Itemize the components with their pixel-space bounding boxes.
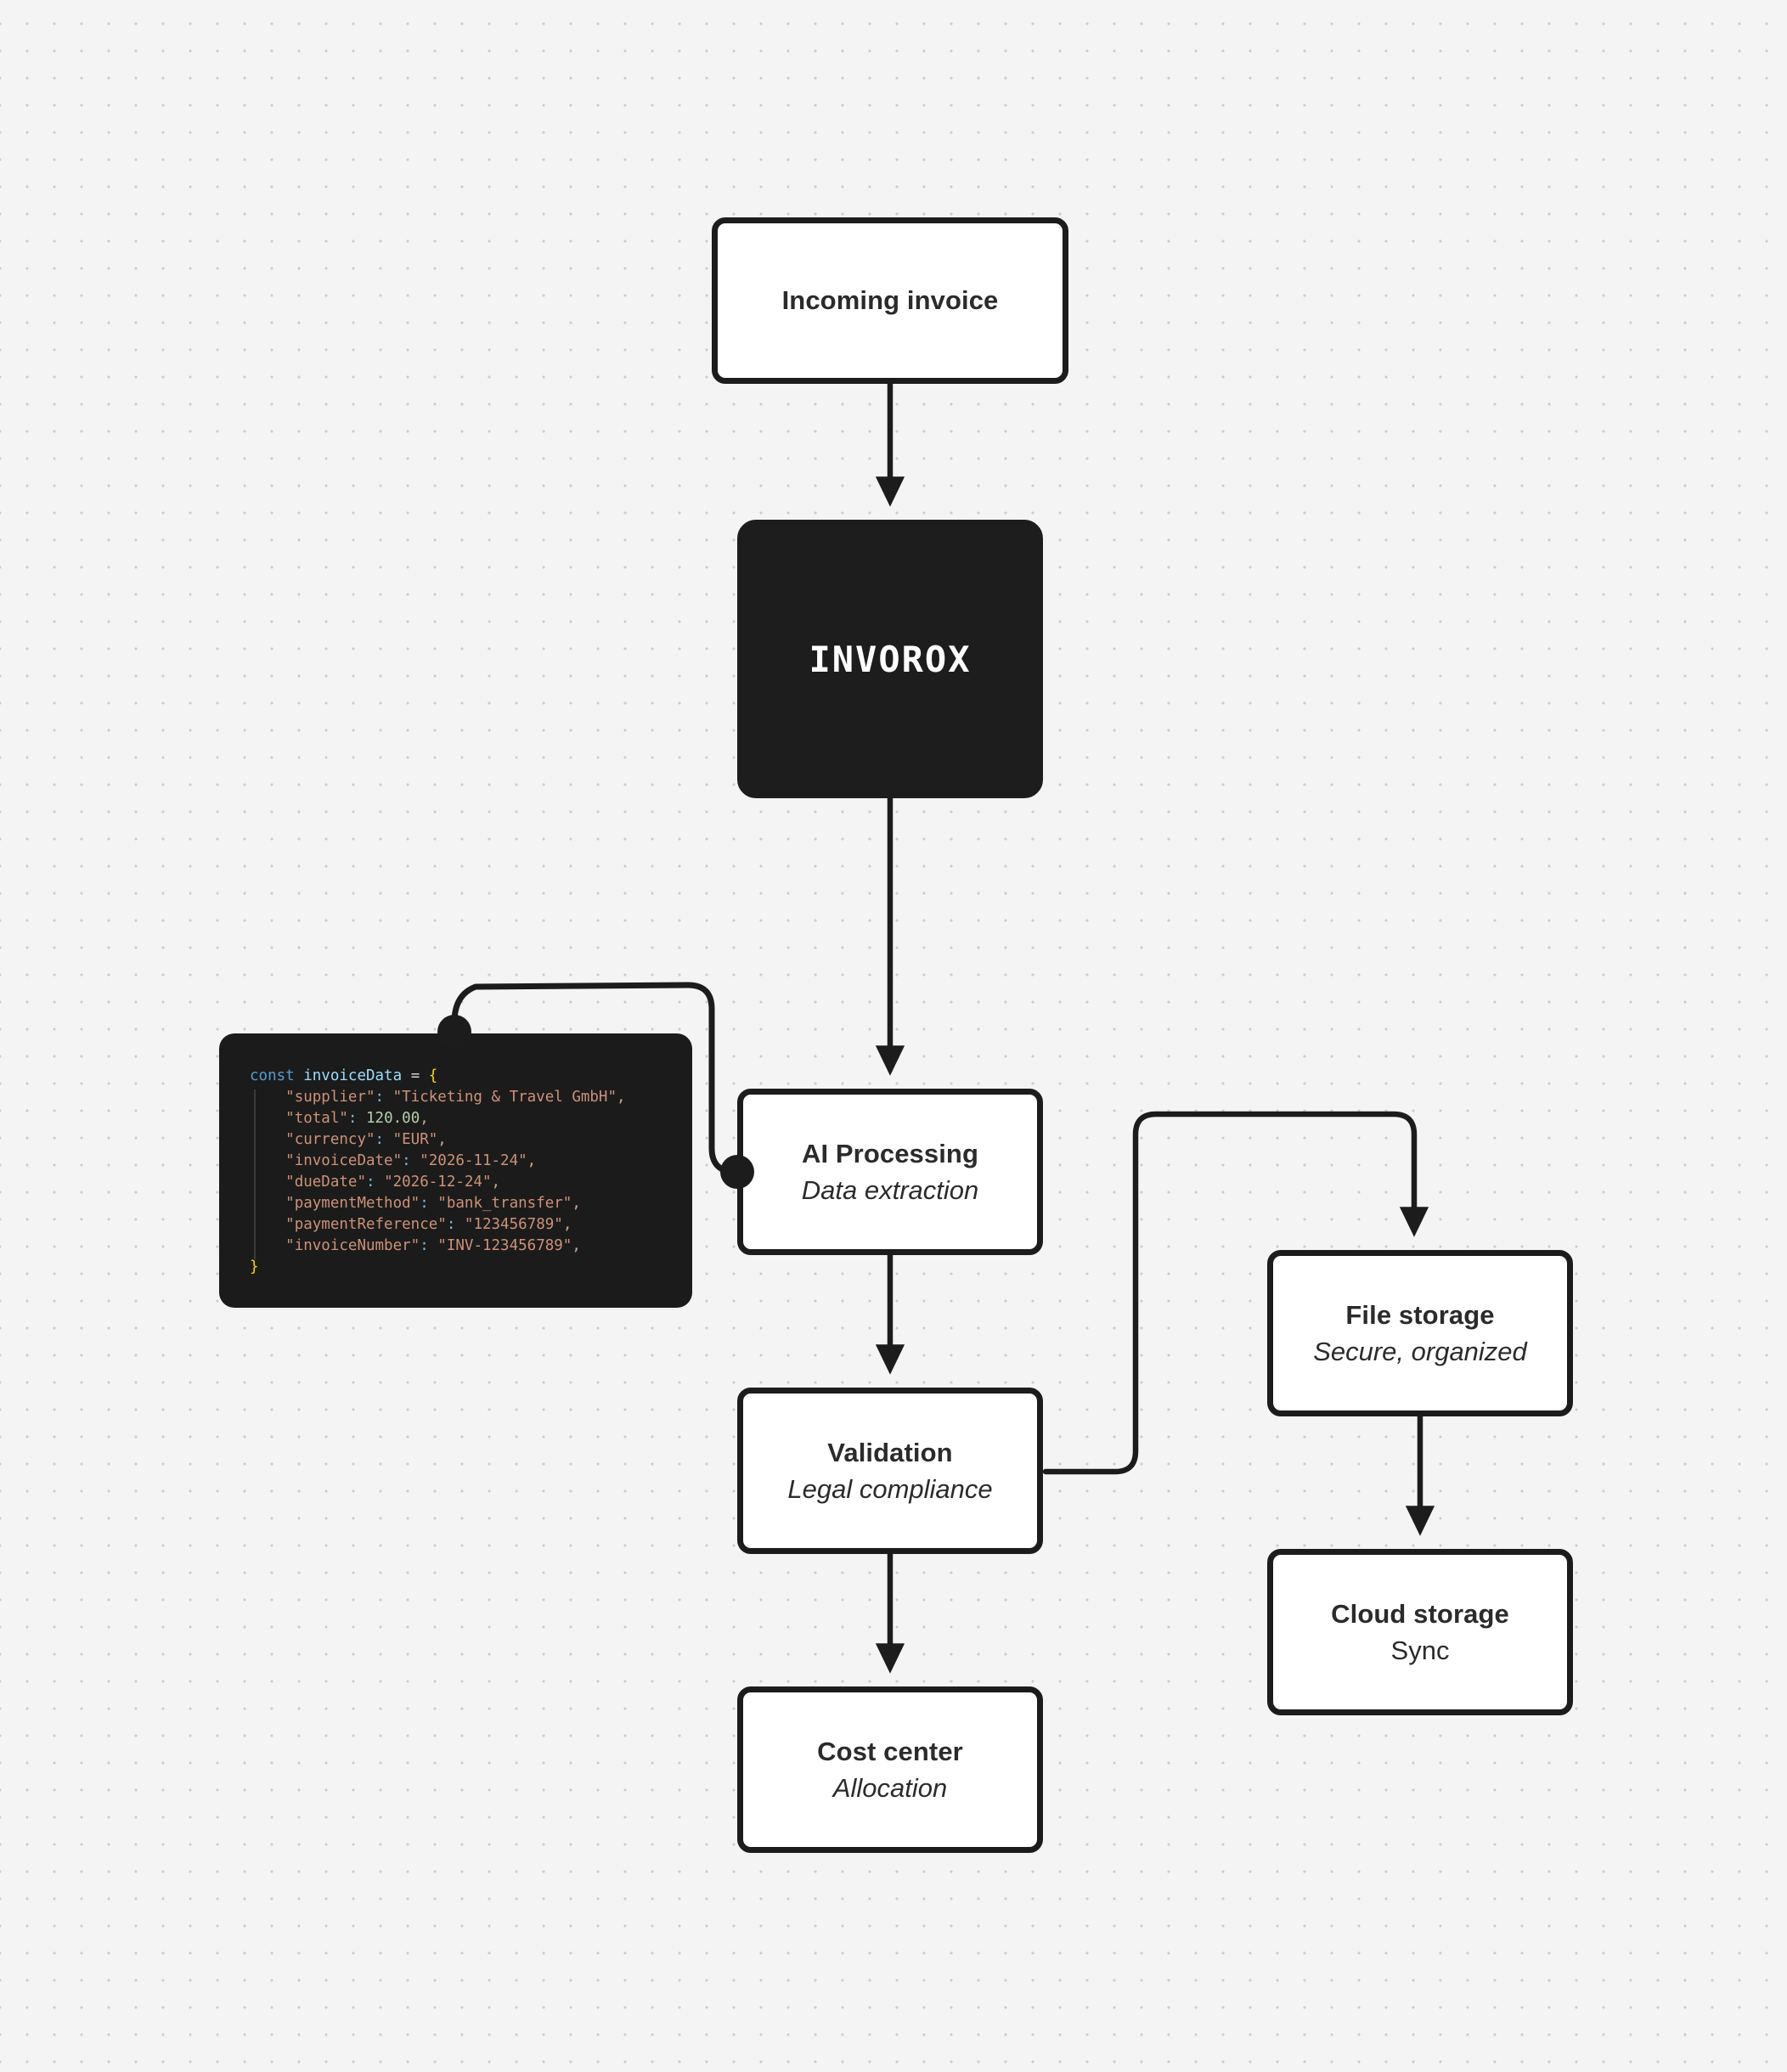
node-file-storage[interactable]: File storage Secure, organized — [1267, 1250, 1573, 1416]
code-indent-guide — [254, 1089, 256, 1259]
node-title: File storage — [1345, 1299, 1495, 1330]
node-title: Validation — [827, 1437, 953, 1467]
node-subtitle: Legal compliance — [787, 1473, 993, 1504]
node-incoming-invoice[interactable]: Incoming invoice — [712, 217, 1068, 384]
node-title: AI Processing — [801, 1138, 979, 1168]
node-subtitle: Secure, organized — [1313, 1336, 1527, 1366]
node-subtitle: Allocation — [832, 1772, 948, 1803]
invorox-brand-label: INVOROX — [809, 638, 972, 680]
code-block-body: const invoiceData = { "supplier": "Ticke… — [219, 1033, 692, 1308]
code-text: const invoiceData = { "supplier": "Ticke… — [250, 1067, 626, 1275]
node-ai-processing[interactable]: AI Processing Data extraction — [737, 1089, 1043, 1255]
node-cloud-storage[interactable]: Cloud storage Sync — [1267, 1549, 1573, 1715]
code-block-invoice-data[interactable]: const invoiceData = { "supplier": "Ticke… — [219, 1033, 692, 1308]
connector-dot-code-output[interactable] — [437, 1015, 471, 1049]
node-title: Cloud storage — [1331, 1598, 1509, 1629]
node-invorox[interactable]: INVOROX — [737, 520, 1043, 798]
node-validation[interactable]: Validation Legal compliance — [737, 1388, 1043, 1554]
node-subtitle: Data extraction — [801, 1174, 979, 1205]
node-title: Incoming invoice — [781, 285, 999, 316]
connector-dot-ai-input[interactable] — [720, 1155, 754, 1189]
node-subtitle: Sync — [1390, 1635, 1450, 1665]
node-title: Cost center — [817, 1736, 963, 1766]
node-cost-center[interactable]: Cost center Allocation — [737, 1686, 1043, 1853]
